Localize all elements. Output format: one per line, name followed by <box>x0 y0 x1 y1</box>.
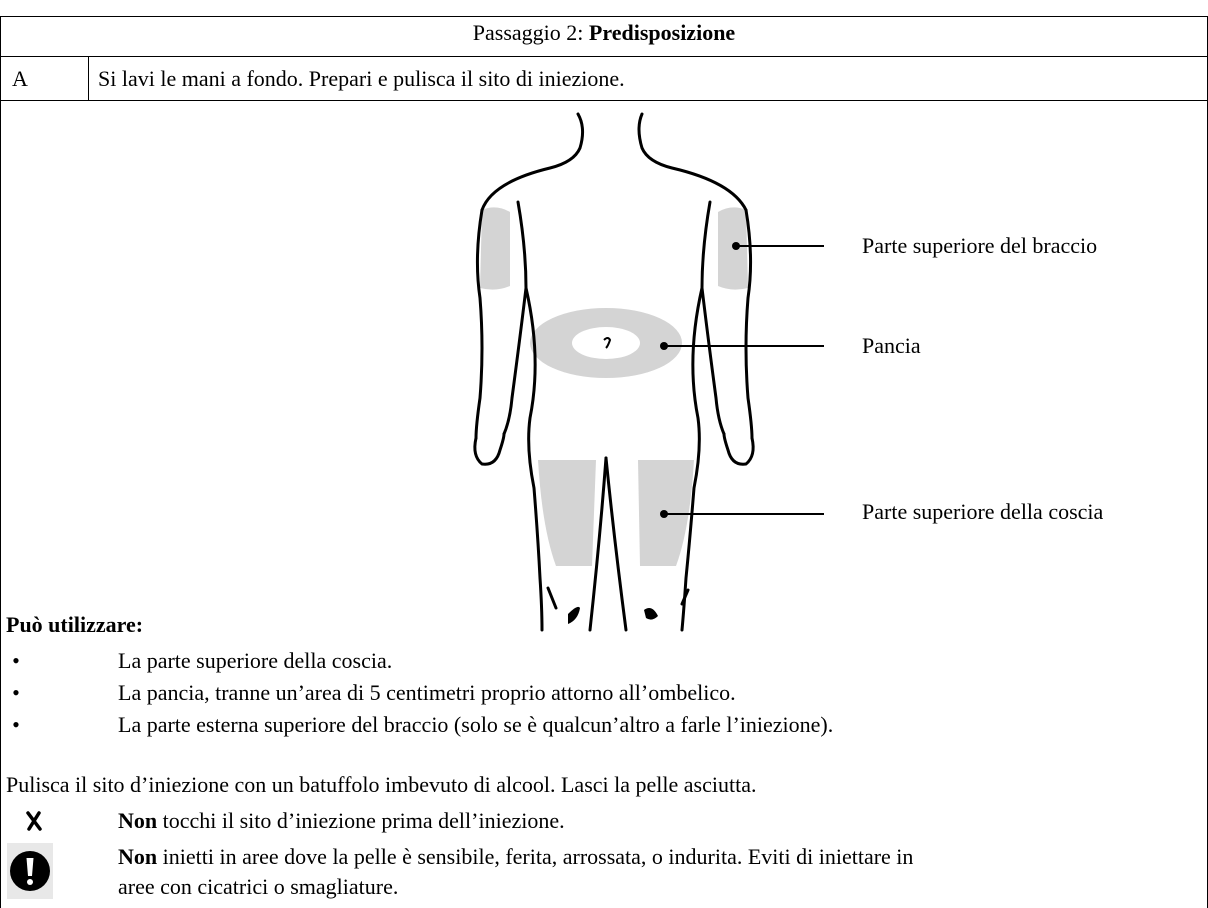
thigh-leader-dot <box>660 510 668 518</box>
right-kneecap <box>644 608 658 620</box>
left-knee-mark <box>548 588 556 608</box>
right-torso-outline <box>682 288 702 630</box>
step-letter: A <box>12 64 28 94</box>
inner-right-leg-outline <box>606 458 626 630</box>
step-instruction: Si lavi le mani a fondo. Prepari e pulis… <box>98 64 625 94</box>
title-prefix: Passaggio 2: <box>473 20 589 45</box>
label-thigh: Parte superiore della coscia <box>862 498 1103 526</box>
neck-left-outline <box>482 114 583 210</box>
list-item-text: La pancia, tranne un’area di 5 centimetr… <box>118 678 736 708</box>
left-upper-arm-zone <box>480 207 510 289</box>
caution-text-line1: inietti in aree dove la pelle è sensibil… <box>157 844 913 869</box>
warning-text: tocchi il sito d’iniezione prima dell’in… <box>157 808 564 833</box>
navel-clear-zone <box>572 327 640 359</box>
bullet-icon: • <box>6 646 26 676</box>
warning-bold: Non <box>118 808 157 833</box>
right-hand-outline <box>724 434 753 464</box>
body-diagram <box>430 108 850 638</box>
row-divider-2 <box>0 100 1208 101</box>
caution-text-line2: aree con cicatrici o smagliature. <box>118 872 398 902</box>
left-hand-outline <box>475 434 504 464</box>
neck-right-outline <box>639 114 746 210</box>
left-arm-outer-outline <box>476 210 482 438</box>
warning-row-caution: Non inietti in aree dove la pelle è sens… <box>6 842 1196 906</box>
caution-bold: Non <box>118 844 157 869</box>
x-mark-icon <box>24 810 44 832</box>
label-belly: Pancia <box>862 332 921 360</box>
list-item-text: La parte esterna superiore del braccio (… <box>118 710 833 740</box>
list-item-text: La parte superiore della coscia. <box>118 646 392 676</box>
page-title: Passaggio 2: Predisposizione <box>0 18 1208 48</box>
arm-leader-dot <box>732 242 740 250</box>
cleaning-instruction: Pulisca il sito d’iniezione con un batuf… <box>6 770 756 800</box>
title-bold: Predisposizione <box>589 20 735 45</box>
belly-leader-dot <box>660 342 668 350</box>
usage-heading: Può utilizzare: <box>6 610 143 640</box>
exclamation-icon <box>6 842 54 900</box>
row-divider-1 <box>0 56 1208 57</box>
table-top-border <box>0 16 1208 17</box>
label-upper-arm: Parte superiore del braccio <box>862 232 1097 260</box>
left-kneecap <box>568 607 580 624</box>
warning-row-touch: Non tocchi il sito d’iniezione prima del… <box>6 806 1196 836</box>
step-column-divider <box>88 56 89 100</box>
right-arm-outer-outline <box>746 210 752 438</box>
left-thigh-zone <box>538 460 596 566</box>
bullet-icon: • <box>6 710 26 740</box>
table-left-border <box>0 16 1 908</box>
bullet-icon: • <box>6 678 26 708</box>
